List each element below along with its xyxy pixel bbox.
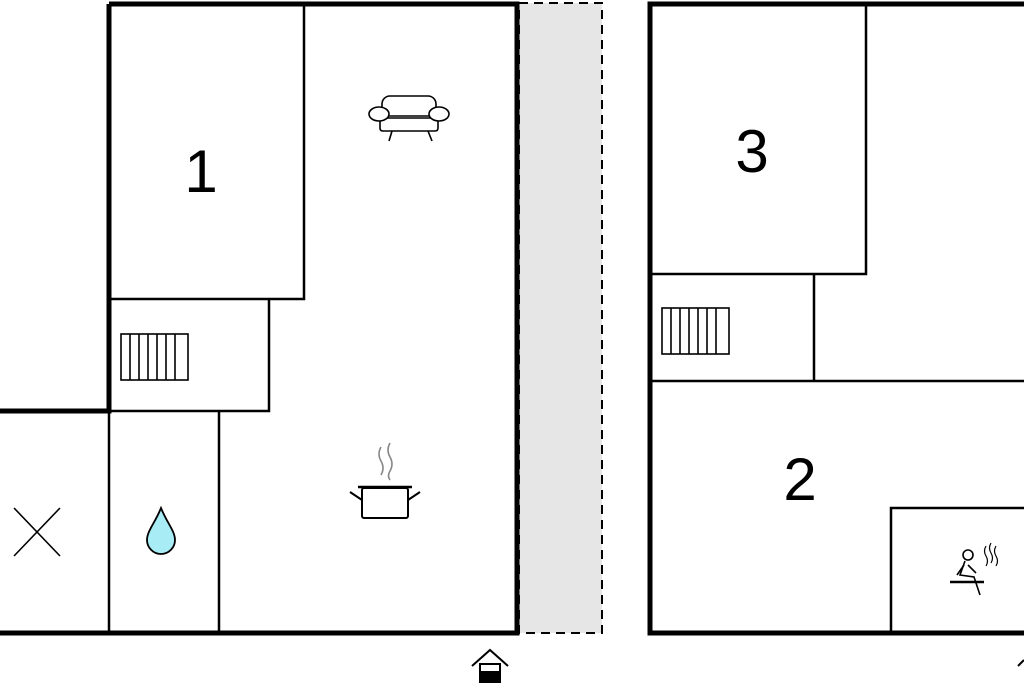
hall-walls bbox=[109, 299, 271, 413]
left-unit-outer-wall bbox=[0, 1, 520, 636]
room-label-1: 1 bbox=[184, 138, 217, 205]
right-unit-outer-wall bbox=[647, 1, 1024, 636]
water-drop-icon bbox=[146, 505, 176, 555]
cross-icon bbox=[13, 507, 61, 557]
left-unit-west-wall bbox=[0, 4, 112, 414]
stairs-icon bbox=[661, 307, 730, 355]
sauna-walls bbox=[889, 506, 1024, 633]
house-entrance-icon bbox=[1017, 659, 1024, 667]
sauna-icon bbox=[950, 542, 999, 596]
left-unit bbox=[0, 1, 520, 636]
house-entrance-icon bbox=[471, 648, 509, 683]
room-label-3: 3 bbox=[735, 118, 768, 185]
bedroom-3-walls bbox=[650, 4, 868, 276]
right-unit bbox=[647, 1, 1024, 636]
sofa-icon bbox=[368, 95, 450, 142]
terrace bbox=[518, 2, 603, 634]
stairs-icon bbox=[120, 333, 189, 381]
room-label-2: 2 bbox=[783, 446, 816, 513]
bedroom-1-walls bbox=[109, 4, 306, 301]
cooking-pot-icon bbox=[349, 442, 421, 519]
